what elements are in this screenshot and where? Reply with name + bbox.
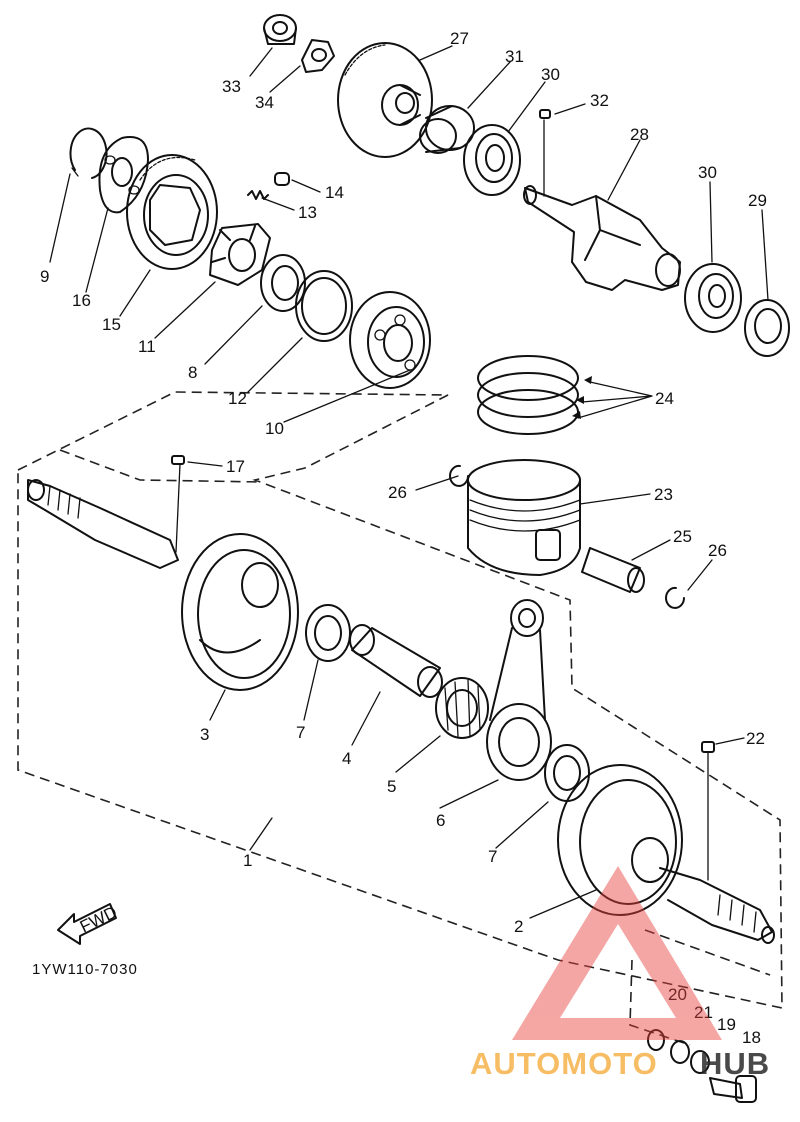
part-25-piston-pin xyxy=(581,547,645,593)
callout-12: 12 xyxy=(228,389,247,408)
part-34-lock-washer xyxy=(301,39,335,73)
callout-7-right: 7 xyxy=(488,847,497,866)
callout-6: 6 xyxy=(436,811,445,830)
diagram-code: 1YW110-7030 xyxy=(32,961,138,978)
crankshaft-assembly-outline xyxy=(17,391,783,1009)
part-17-key xyxy=(171,455,185,465)
callout-22: 22 xyxy=(746,729,765,748)
callout-21: 21 xyxy=(694,1003,713,1022)
callout-27: 27 xyxy=(450,29,469,48)
callout-3: 3 xyxy=(200,725,209,744)
part-4-crank-pin xyxy=(349,624,443,698)
callout-20: 20 xyxy=(668,985,687,1004)
part-23-piston xyxy=(467,459,581,576)
callout-32: 32 xyxy=(590,91,609,110)
callout-25: 25 xyxy=(673,527,692,546)
part-10-bearing xyxy=(349,291,431,389)
part-15-starter-clutch xyxy=(126,154,218,270)
callout-28: 28 xyxy=(630,125,649,144)
watermark-triangle-icon xyxy=(512,866,722,1040)
callout-5: 5 xyxy=(387,777,396,796)
part-18-bolt xyxy=(709,1077,743,1099)
crank-bolt-group-outline xyxy=(629,929,771,1046)
callout-8: 8 xyxy=(188,363,197,382)
part-7-shim-left xyxy=(305,604,351,662)
callout-23: 23 xyxy=(654,485,673,504)
watermark-text-right: HUB xyxy=(700,1046,770,1081)
part-12-plate-washer xyxy=(295,270,353,342)
part-21-spring-washer xyxy=(670,1040,690,1064)
callout-14: 14 xyxy=(325,183,344,202)
part-7-shim-right xyxy=(544,744,590,802)
part-29-oil-seal xyxy=(744,299,790,357)
fwd-label: FWD xyxy=(77,902,120,936)
part-11-one-way-clutch-hub xyxy=(209,223,271,286)
callout-34: 34 xyxy=(255,93,274,112)
callout-4: 4 xyxy=(342,749,351,768)
crank-bolt-parts xyxy=(647,1029,757,1103)
callout-31: 31 xyxy=(505,47,524,66)
part-19-washer xyxy=(690,1050,710,1074)
callout-16: 16 xyxy=(72,291,91,310)
callout-19: 19 xyxy=(717,1015,736,1034)
callout-17: 17 xyxy=(226,457,245,476)
fwd-arrow: FWD xyxy=(57,902,120,945)
callout-30-upper: 30 xyxy=(541,65,560,84)
part-20-washer xyxy=(647,1029,665,1051)
part-26-circlip-right xyxy=(665,586,685,609)
callout-24: 24 xyxy=(655,389,674,408)
leader-lines xyxy=(49,45,769,919)
callout-10: 10 xyxy=(265,419,284,438)
part-30-bearing-upper xyxy=(463,124,521,196)
callout-2: 2 xyxy=(514,917,523,936)
part-6-connecting-rod xyxy=(486,599,552,781)
watermark: AUTOMOTO HUB xyxy=(470,866,770,1081)
callout-labels: 33 34 27 31 30 32 28 9 16 15 14 13 11 8 … xyxy=(40,29,767,1047)
part-9-circlip xyxy=(69,127,108,179)
callout-26-left: 26 xyxy=(388,483,407,502)
part-16-plate xyxy=(98,136,149,214)
callout-1: 1 xyxy=(243,851,252,870)
part-32-woodruff-key xyxy=(539,109,551,119)
crankshaft-inner-outline xyxy=(59,449,263,483)
part-31-spacer xyxy=(419,105,475,154)
part-33-nut xyxy=(263,14,297,45)
part-26-circlip-left xyxy=(449,464,469,487)
part-22-key xyxy=(701,741,715,753)
callout-26-right: 26 xyxy=(708,541,727,560)
callout-18: 18 xyxy=(742,1028,761,1047)
callout-13: 13 xyxy=(298,203,317,222)
callout-29: 29 xyxy=(748,191,767,210)
part-14-pin xyxy=(274,172,290,186)
callout-7-left: 7 xyxy=(296,723,305,742)
part-8-washer xyxy=(260,254,306,312)
part-24-piston-rings xyxy=(477,355,579,435)
callout-15: 15 xyxy=(102,315,121,334)
part-28-balancer-shaft xyxy=(523,185,681,291)
part-30-bearing-lower xyxy=(684,263,742,333)
part-3-crank-left xyxy=(27,479,299,691)
callout-33: 33 xyxy=(222,77,241,96)
callout-11: 11 xyxy=(138,337,156,356)
part-27-primary-drive-gear xyxy=(337,42,433,158)
watermark-text-left: AUTOMOTO xyxy=(470,1046,658,1081)
part-2-crank-right xyxy=(557,764,775,944)
fwd-arrow-icon xyxy=(57,903,117,945)
part-13-spring xyxy=(247,190,269,200)
callout-9: 9 xyxy=(40,267,49,286)
part-5-needle-bearing xyxy=(435,677,489,739)
callout-30-lower: 30 xyxy=(698,163,717,182)
